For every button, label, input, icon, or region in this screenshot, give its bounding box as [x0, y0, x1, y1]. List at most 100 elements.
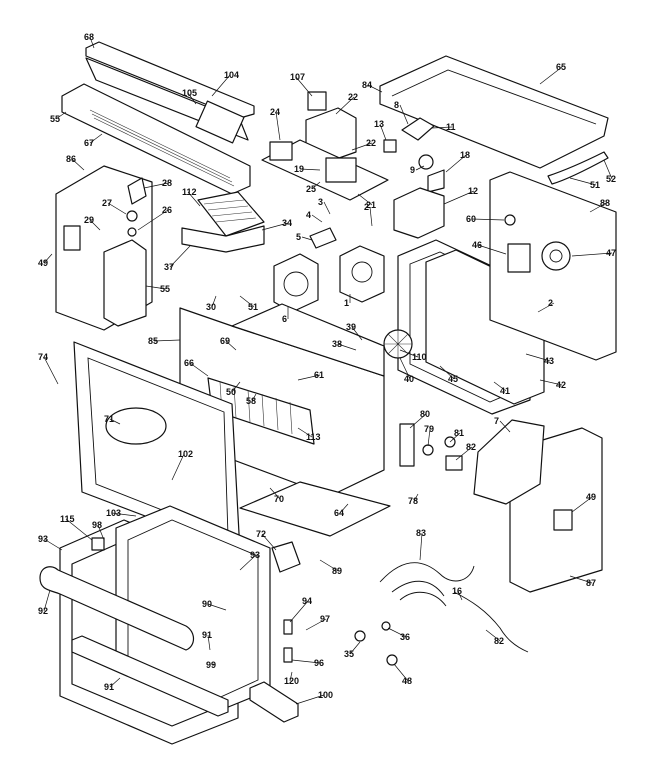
callout-8: 8	[394, 100, 399, 110]
leader-line-104	[211, 74, 231, 97]
wire-harness-83	[379, 562, 475, 607]
callout-69: 69	[220, 336, 230, 346]
leader-line-93	[43, 538, 63, 551]
leader-line-88	[589, 202, 607, 213]
callout-96: 96	[314, 658, 324, 668]
leader-line-72	[261, 533, 277, 551]
callout-41: 41	[500, 386, 510, 396]
callout-94: 94	[302, 596, 312, 606]
callout-67: 67	[84, 138, 94, 148]
leader-line-86	[71, 158, 85, 171]
leader-line-102	[171, 453, 185, 481]
wire-harness-16	[453, 591, 529, 653]
leader-line-112	[187, 191, 201, 207]
leader-line-41	[493, 381, 507, 392]
fan-motor-6-hub	[283, 271, 309, 297]
callout-43: 43	[544, 356, 554, 366]
leader-line-29	[89, 219, 101, 231]
leader-line-96	[291, 659, 321, 664]
callout-65: 65	[556, 62, 566, 72]
fan-motor-6	[273, 253, 319, 313]
leader-line-3	[323, 201, 331, 215]
leader-line-83	[419, 532, 423, 561]
callout-84: 84	[362, 80, 372, 90]
control-board	[195, 100, 245, 144]
stirrer-blades	[384, 330, 412, 358]
bracket-37	[181, 225, 265, 253]
callout-51: 51	[590, 180, 600, 190]
leader-line-37	[169, 245, 191, 268]
callout-7: 7	[494, 416, 499, 426]
relay-block	[325, 157, 357, 183]
callout-55: 55	[160, 284, 170, 294]
leader-line-51	[569, 177, 597, 186]
bracket-28	[127, 177, 147, 205]
callout-61: 61	[314, 370, 324, 380]
leader-line-89	[319, 559, 339, 572]
callout-72: 72	[256, 529, 266, 539]
callout-46: 46	[472, 240, 482, 250]
callout-38: 38	[332, 339, 342, 349]
callout-58: 58	[246, 396, 256, 406]
leader-line-50	[231, 381, 241, 393]
leader-line-78	[413, 493, 419, 502]
bracket-46	[507, 243, 531, 273]
top-trim-strip	[85, 41, 255, 119]
leader-line-107	[295, 76, 313, 97]
callout-102: 102	[178, 449, 193, 459]
leader-line-28	[143, 182, 169, 189]
callout-49: 49	[586, 492, 596, 502]
terminal-36	[381, 621, 391, 631]
callout-49: 49	[38, 258, 48, 268]
leader-line-7	[499, 420, 511, 433]
vent-grille	[61, 83, 251, 195]
side-bracket-7	[473, 419, 545, 505]
washer-26	[127, 227, 137, 237]
leader-line-64	[339, 503, 349, 514]
shield-72	[271, 541, 301, 573]
leader-line-18	[445, 154, 467, 173]
screw-94	[283, 619, 293, 635]
leader-line-115	[65, 518, 93, 541]
callout-110: 110	[412, 352, 427, 362]
callout-27: 27	[102, 198, 112, 208]
callout-55: 55	[50, 114, 60, 124]
bracket-11	[401, 117, 435, 141]
callout-60: 60	[466, 214, 476, 224]
leader-line-94	[289, 600, 309, 623]
leader-line-90	[207, 603, 227, 611]
leader-line-47	[571, 252, 613, 257]
callout-80: 80	[420, 409, 430, 419]
callout-100: 100	[318, 690, 333, 700]
callout-22: 22	[366, 138, 376, 148]
side-panel-window	[553, 509, 573, 531]
leader-line-39	[351, 326, 363, 341]
switch-79	[422, 444, 434, 456]
callout-71: 71	[104, 414, 114, 424]
leader-line-97	[305, 618, 327, 631]
callout-13: 13	[374, 119, 384, 129]
leader-line-60	[471, 218, 505, 221]
leader-line-84	[367, 84, 383, 93]
callout-37: 37	[164, 262, 174, 272]
callout-74: 74	[38, 352, 48, 362]
callout-81: 81	[454, 428, 464, 438]
callout-112: 112	[182, 187, 197, 197]
callout-105: 105	[182, 88, 197, 98]
callout-6: 6	[282, 314, 287, 324]
oven-rack-wires	[219, 381, 293, 435]
heat-shield-texture	[203, 199, 257, 223]
motor-1-rotor	[351, 261, 373, 283]
screw-60	[504, 214, 516, 226]
callout-11: 11	[446, 122, 456, 132]
callout-89: 89	[332, 566, 342, 576]
leader-line-61	[297, 374, 321, 381]
callout-18: 18	[460, 150, 470, 160]
capacitor	[269, 141, 293, 161]
leader-line-11	[431, 126, 453, 129]
callout-120: 120	[284, 676, 299, 686]
leader-line-113	[297, 427, 313, 438]
leader-line-49	[43, 253, 53, 264]
